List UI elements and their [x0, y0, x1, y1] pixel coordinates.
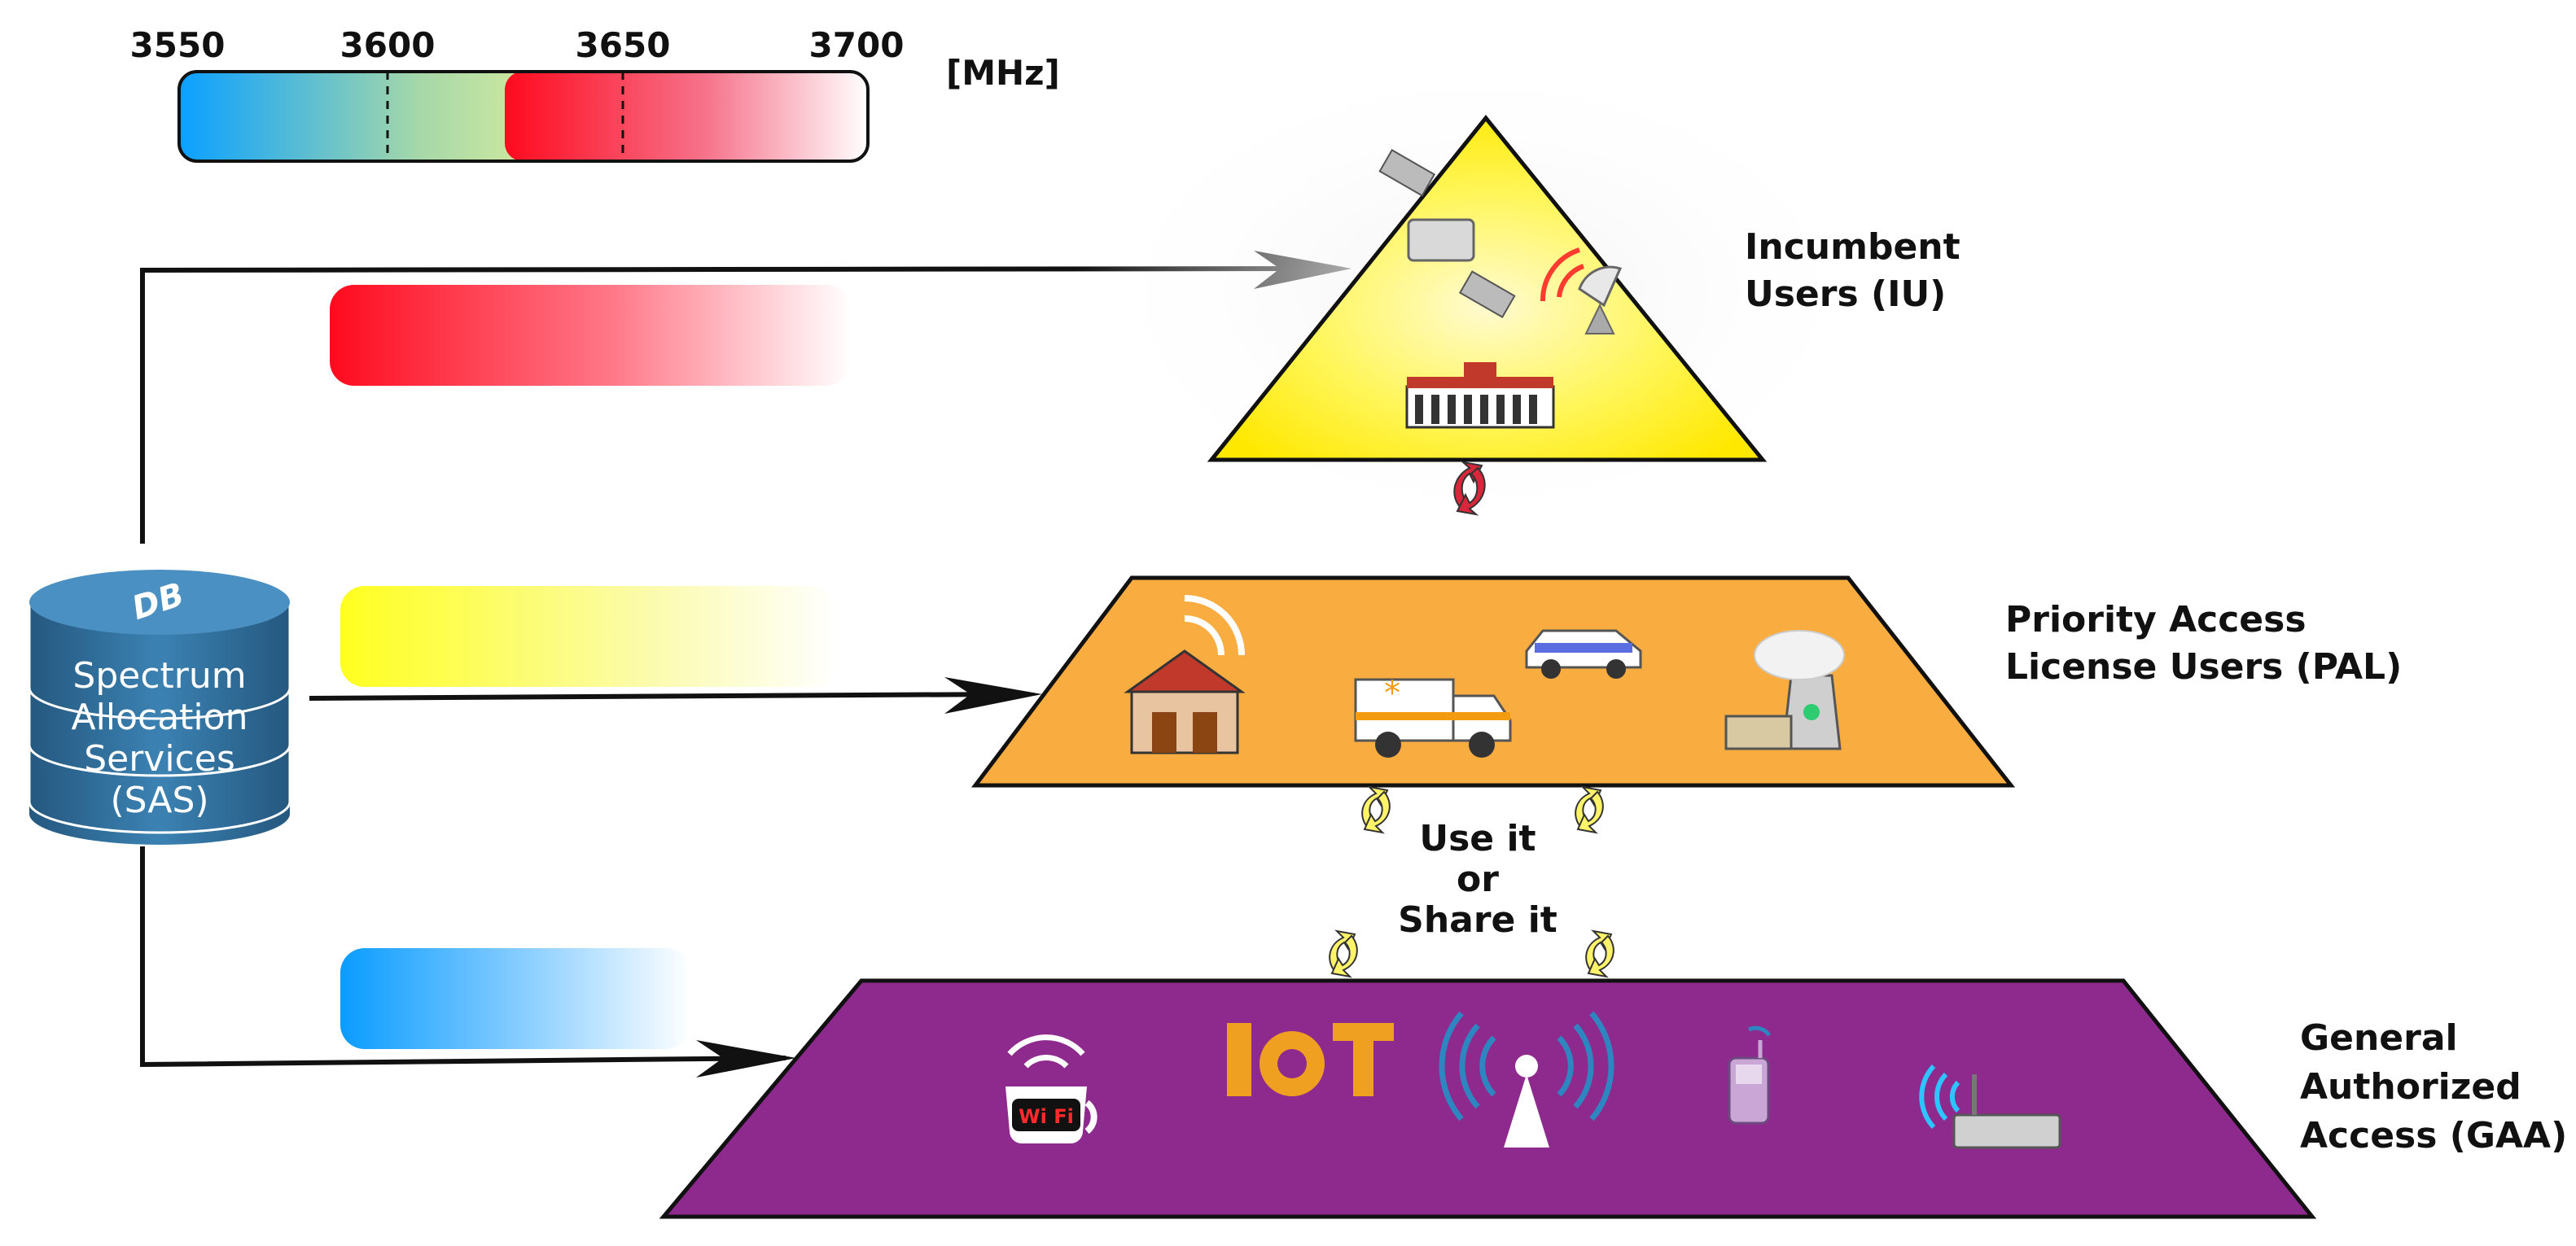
sharing-arrows	[1329, 785, 1614, 978]
sas-arrows	[140, 266, 1336, 1068]
tick-label-3550: 3550	[130, 25, 226, 65]
arrow-to-pal	[309, 692, 1010, 701]
arrowhead-pal	[944, 677, 1042, 714]
sas-line-1: Spectrum	[72, 655, 246, 697]
pal-label-line-1: Priority Access	[2005, 599, 2307, 640]
spectrum-bar: 3550 3600 3650 3700 [MHz]	[130, 25, 1060, 163]
power-plant-icon	[1724, 630, 1845, 750]
sas-line-2: Allocation	[72, 697, 248, 738]
mobile-phone-icon	[1728, 1025, 1772, 1125]
ambulance-icon: *	[1354, 675, 1512, 758]
iu-label-line-1: Incumbent	[1745, 226, 1960, 268]
tick-label-3650: 3650	[576, 25, 671, 65]
pal-tier-trapezoid	[970, 575, 2016, 788]
arrow-to-gaa	[140, 846, 786, 1068]
band-upper	[505, 72, 868, 161]
unit-label: [MHz]	[946, 53, 1060, 93]
iu-band-bar	[330, 285, 851, 386]
sas-database: DB Spectrum Allocation Services (SAS)	[28, 570, 291, 845]
svg-text:*: *	[1384, 675, 1400, 712]
fire-station-icon	[1124, 595, 1246, 754]
tick-label-3700: 3700	[809, 25, 905, 65]
satellite-icon	[1378, 149, 1516, 319]
arrow-to-iu	[140, 266, 1336, 544]
gaa-tier-trapezoid	[659, 978, 2317, 1219]
pal-label-line-2: License Users (PAL)	[2005, 646, 2402, 688]
gaa-label-line-3: Access (GAA)	[2300, 1115, 2567, 1156]
gaa-band-bar	[340, 948, 690, 1049]
gaa-label-line-2: Authorized	[2300, 1066, 2521, 1108]
government-building-icon	[1405, 362, 1555, 429]
iu-label-line-2: Users (IU)	[1745, 273, 1946, 315]
sharing-line-3: Share it	[1398, 899, 1557, 941]
radar-dish-icon	[1540, 247, 1623, 334]
iu-pal-exchange-icon	[1453, 461, 1486, 516]
gaa-label-line-1: General	[2300, 1017, 2458, 1059]
band-frame	[177, 70, 870, 163]
sharing-line-2: or	[1457, 859, 1499, 900]
tick-label-3600: 3600	[340, 25, 436, 65]
wifi-router-icon	[1919, 1064, 2061, 1149]
arrowhead-gaa	[696, 1040, 796, 1078]
pal-band-bar	[340, 586, 837, 687]
iot-icon	[1227, 1023, 1394, 1096]
sharing-line-1: Use it	[1419, 818, 1536, 859]
svg-text:Wi Fi: Wi Fi	[1019, 1105, 1074, 1128]
sas-line-4: (SAS)	[110, 780, 208, 821]
sas-line-3: Services	[84, 738, 235, 780]
free-wifi-cup-icon: Wi Fi	[1005, 1034, 1097, 1143]
police-car-icon	[1525, 629, 1642, 679]
